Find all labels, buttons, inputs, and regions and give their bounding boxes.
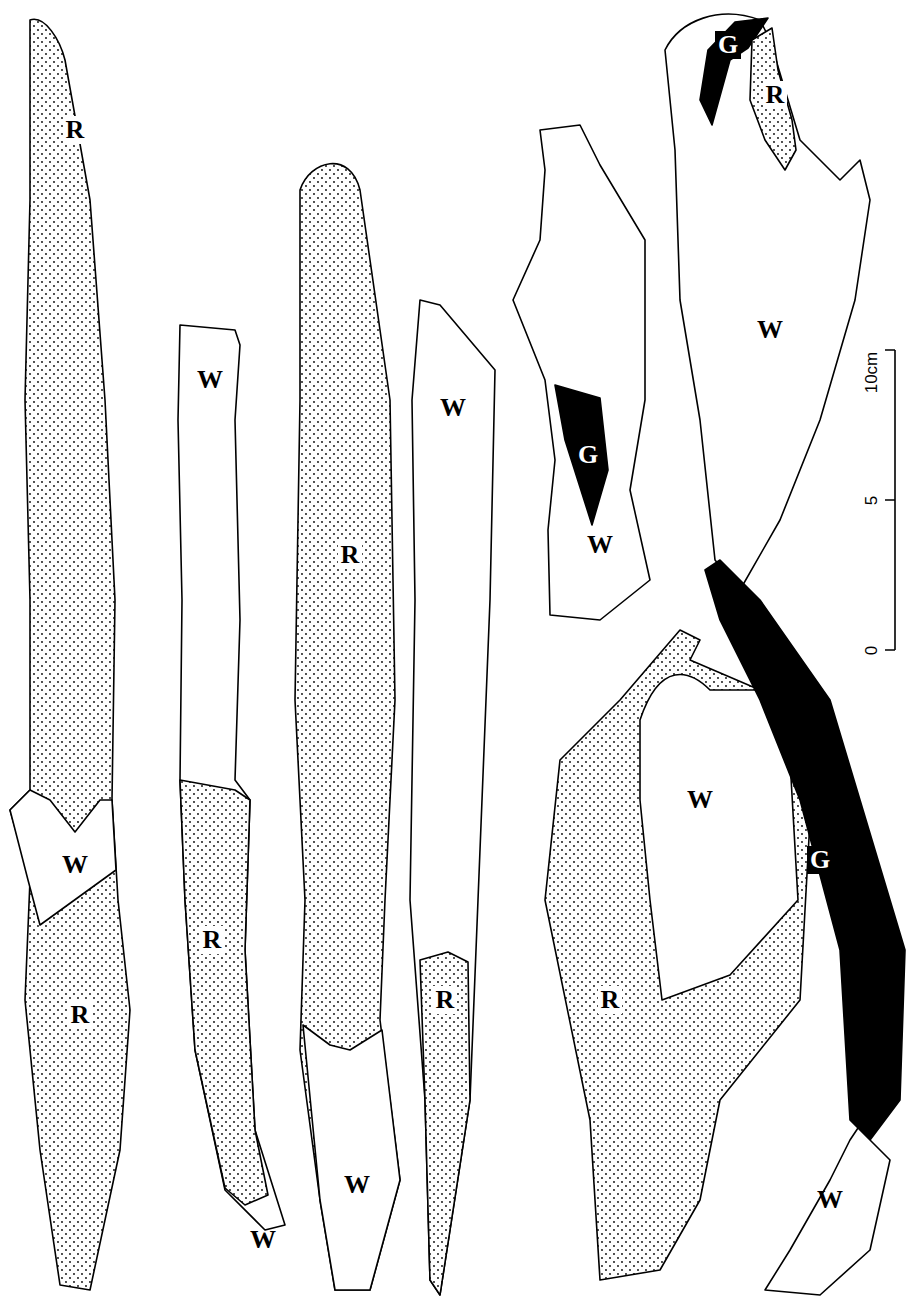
r-region bbox=[420, 952, 470, 1295]
specimen-outline bbox=[665, 14, 870, 590]
specimen-outline bbox=[410, 300, 495, 1295]
w-region bbox=[303, 1025, 400, 1290]
scale-value: 0 bbox=[863, 642, 882, 657]
specimen-outline bbox=[513, 125, 650, 620]
region-label: R bbox=[433, 986, 458, 1014]
region-label: W bbox=[814, 1186, 846, 1214]
region-label: R bbox=[338, 541, 363, 569]
scale-value: 10cm bbox=[862, 348, 881, 396]
region-label: W bbox=[247, 1226, 279, 1254]
region-label: R bbox=[63, 116, 88, 144]
scale-value: 5 bbox=[863, 492, 882, 507]
region-label: W bbox=[59, 851, 91, 879]
region-label: G bbox=[807, 846, 833, 874]
region-label: W bbox=[341, 1171, 373, 1199]
region-label: R bbox=[200, 926, 225, 954]
scale-bar bbox=[885, 350, 895, 650]
region-label: W bbox=[437, 394, 469, 422]
region-label: W bbox=[684, 786, 716, 814]
region-label: W bbox=[754, 316, 786, 344]
specimen-outline bbox=[295, 164, 400, 1290]
specimen-outline bbox=[10, 19, 130, 1290]
region-label: R bbox=[68, 1001, 93, 1029]
g-region bbox=[705, 560, 905, 1140]
region-label: R bbox=[598, 986, 623, 1014]
r-region bbox=[750, 28, 796, 170]
region-label: G bbox=[715, 31, 741, 59]
region-label: R bbox=[763, 81, 788, 109]
region-label: W bbox=[584, 531, 616, 559]
region-label: G bbox=[575, 441, 601, 469]
w-region bbox=[765, 1128, 890, 1295]
r-region bbox=[180, 780, 268, 1205]
specimen-outline bbox=[178, 325, 285, 1230]
region-label: W bbox=[194, 366, 226, 394]
w-region bbox=[10, 790, 116, 925]
g-region bbox=[555, 385, 608, 525]
